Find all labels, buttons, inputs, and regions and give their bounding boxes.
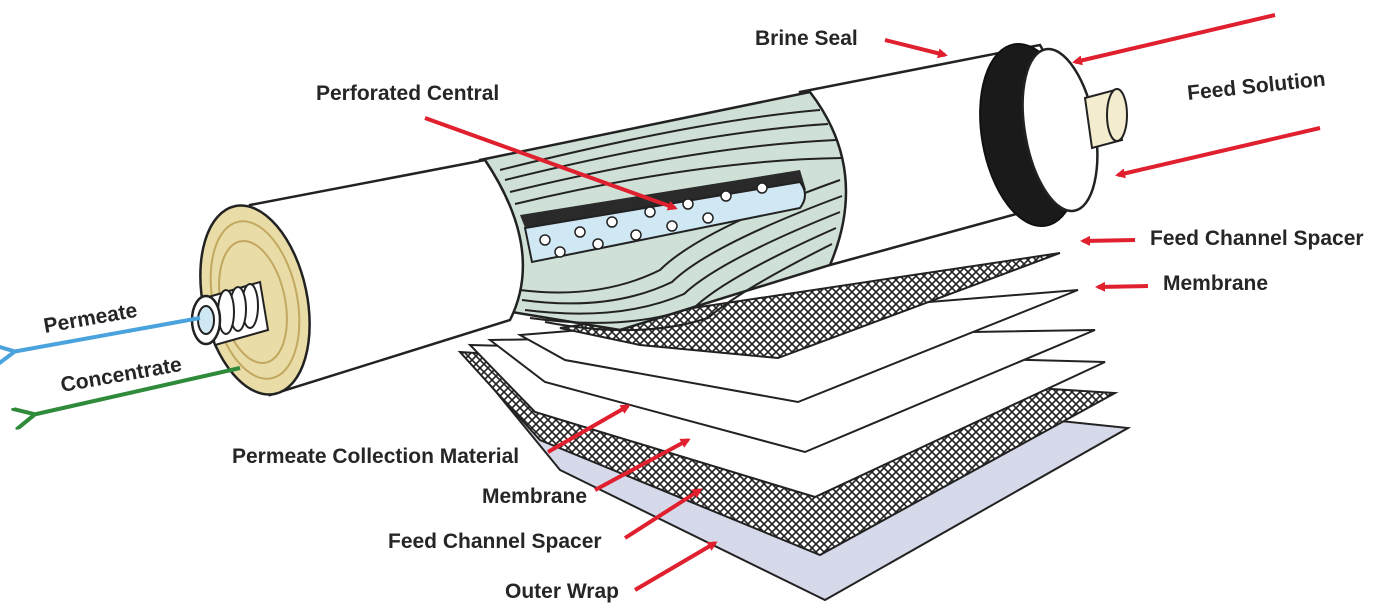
unrolled-layers (457, 252, 1132, 602)
feed-inlet (1083, 88, 1128, 150)
pointer-arrows (424, 13, 1321, 592)
outer-wrap-label: Outer Wrap (505, 580, 619, 603)
outer-wrap-arrow (633, 541, 718, 592)
perforated-central-label: Perforated Central (316, 82, 499, 105)
membrane-arrow-top (1095, 281, 1149, 292)
feed-channel-spacer-label-top: Feed Channel Spacer (1150, 227, 1364, 250)
tube-perforations (539, 182, 768, 258)
membrane-element (190, 43, 1128, 397)
perforated-central-arrow (424, 116, 678, 211)
permeate-outlet (190, 280, 270, 347)
feed-channel-spacer-arrow-bottom (623, 488, 703, 540)
permeate-collection-material-label: Permeate Collection Material (232, 445, 519, 468)
brine-seal-arrow (884, 38, 948, 59)
feed-channel-spacer-arrow-top (1080, 235, 1136, 246)
feed-solution-arrow-bottom (1115, 126, 1321, 179)
feed-solution-label: Feed Solution (1186, 68, 1326, 105)
brine-seal-label: Brine Seal (755, 27, 858, 50)
membrane-label-bottom: Membrane (482, 485, 587, 508)
feed-solution-arrow-top (1072, 13, 1276, 66)
membrane-label-top: Membrane (1163, 272, 1268, 295)
feed-channel-spacer-sheet-top (559, 252, 1061, 360)
membrane-arrow-bottom (594, 438, 691, 492)
permeate-arrow (12, 316, 201, 352)
permeate-collection-arrow (547, 404, 631, 454)
wound-layer-lines (499, 109, 843, 332)
outer-shell-left (248, 158, 525, 397)
concentrate-label: Concentrate (59, 353, 184, 397)
feed-channel-spacer-label-bottom: Feed Channel Spacer (388, 530, 602, 553)
concentrate-arrow (32, 366, 241, 415)
